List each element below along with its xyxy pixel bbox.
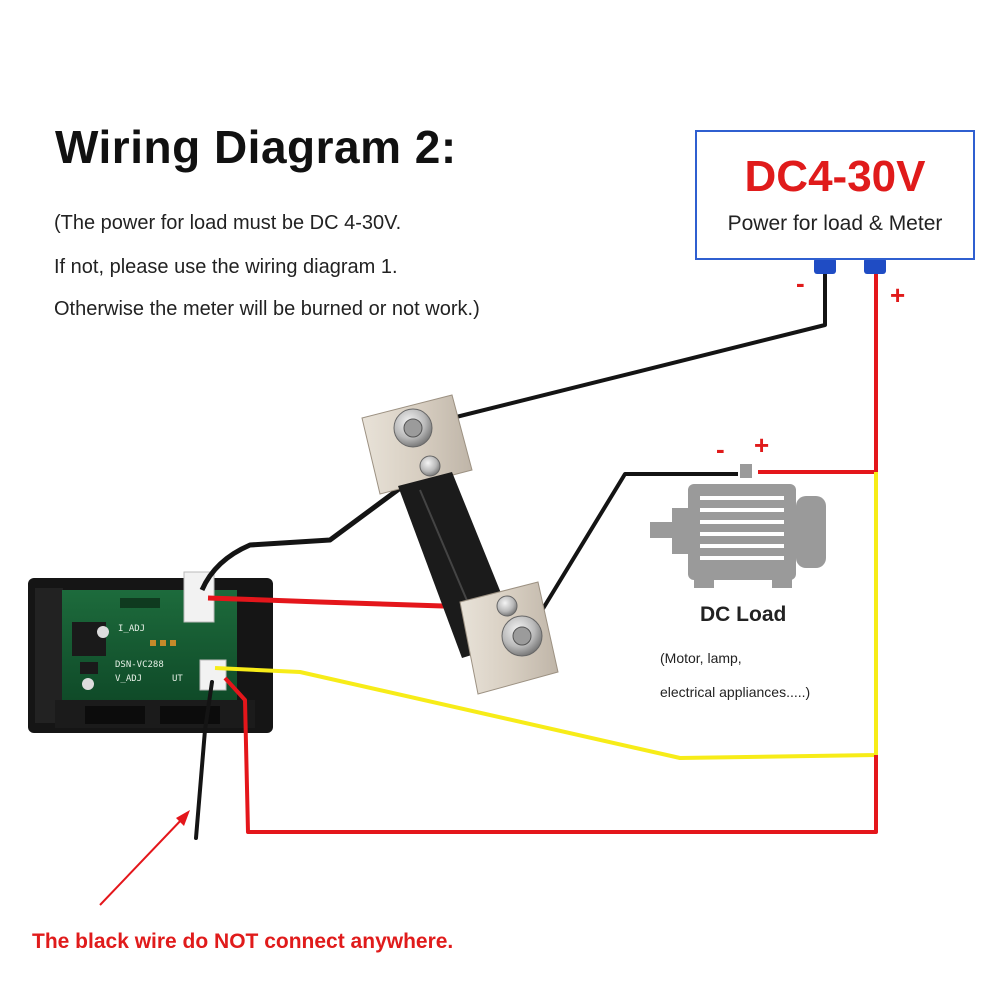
note-line-2: If not, please use the wiring diagram 1. bbox=[54, 256, 398, 278]
load-negative-sign: - bbox=[716, 434, 725, 464]
power-supply-voltage: DC4-30V bbox=[744, 152, 926, 201]
warning-text: The black wire do NOT connect anywhere. bbox=[32, 930, 454, 953]
terminal-label: UT bbox=[172, 674, 183, 684]
psu-positive-sign: + bbox=[890, 280, 906, 310]
wire-red-meter-to-supply bbox=[223, 676, 878, 834]
wire-black-shunt-to-load bbox=[528, 472, 738, 632]
load-description-line-2: electrical appliances.....) bbox=[660, 684, 811, 700]
psu-negative-sign: - bbox=[796, 268, 805, 298]
power-supply-terminals bbox=[814, 258, 886, 274]
board-label: DSN-VC288 bbox=[115, 660, 164, 670]
note-line-3: Otherwise the meter will be burned or no… bbox=[54, 298, 480, 320]
load-description-line-1: (Motor, lamp, bbox=[660, 650, 742, 666]
power-supply-description: Power for load & Meter bbox=[727, 212, 943, 235]
power-supply-icon bbox=[695, 130, 975, 260]
load-title: DC Load bbox=[700, 603, 787, 626]
wire-black-unconnected bbox=[194, 680, 214, 840]
wire-red-psu-to-load bbox=[758, 274, 878, 474]
wire-yellow-meter-to-supply bbox=[214, 472, 878, 760]
trim-label-current: I_ADJ bbox=[118, 624, 145, 634]
wire-black-shunt-to-meter bbox=[199, 463, 432, 592]
dc-motor-icon bbox=[650, 464, 826, 588]
note-line-1: (The power for load must be DC 4-30V. bbox=[54, 212, 402, 234]
shunt-resistor-icon bbox=[361, 394, 559, 695]
page-title: Wiring Diagram 2: bbox=[55, 121, 457, 173]
trim-label-voltage: V_ADJ bbox=[115, 674, 142, 684]
load-positive-sign: + bbox=[754, 430, 770, 460]
wire-black-psu-to-shunt bbox=[419, 274, 827, 428]
pointer-arrow-icon bbox=[99, 810, 190, 906]
panel-meter-icon: DSN-VC288 I_ADJ V_ADJ UT bbox=[28, 571, 273, 733]
